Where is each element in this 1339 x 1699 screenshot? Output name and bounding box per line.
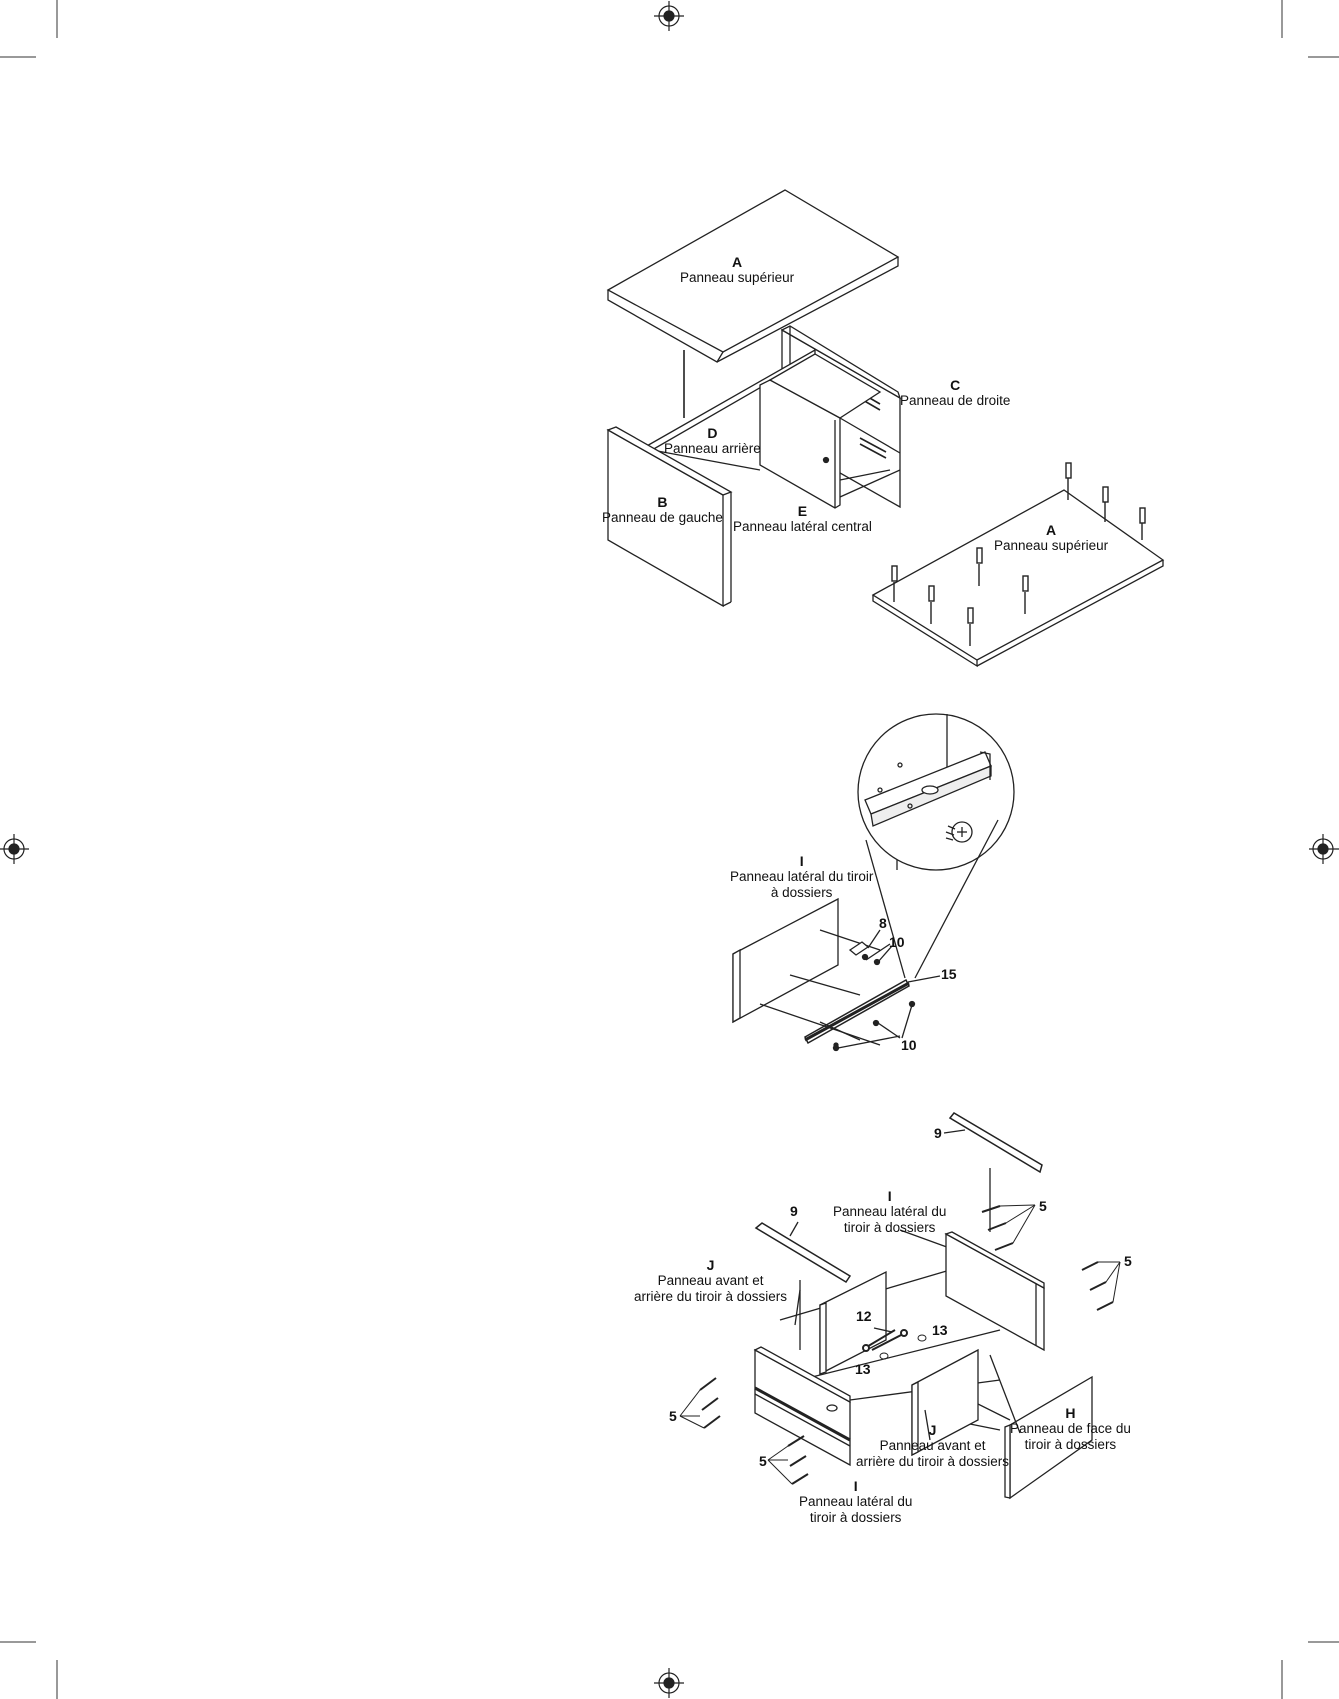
figure-3-drawer-box [679, 1112, 1121, 1500]
part-name: Panneau de gauche [602, 510, 723, 525]
bolt-icon [862, 1329, 908, 1352]
drawer-side-panel-i-shape [732, 897, 839, 1024]
registration-mark-icon [654, 1, 684, 31]
label-drawer-panel-j-2: J Panneau avant et arrière du tiroir à d… [856, 1422, 1009, 1470]
label-top-panel-a: A Panneau supérieur [680, 254, 794, 286]
part-name: Panneau de droite [900, 393, 1011, 408]
part-name-line1: Panneau latéral du [833, 1204, 947, 1219]
registration-mark-icon [654, 1668, 684, 1698]
part-number-13-a: 13 [932, 1322, 948, 1338]
part-name-line2: tiroir à dossiers [843, 1220, 936, 1235]
registration-mark-icon [0, 834, 29, 864]
part-name: Panneau supérieur [994, 538, 1109, 553]
part-number-5-right: 5 [1124, 1253, 1132, 1269]
dowel-icon [891, 462, 1146, 646]
part-code: A [731, 254, 743, 270]
part-code: I [853, 1478, 858, 1494]
part-code: I [799, 853, 804, 869]
part-code: I [887, 1188, 892, 1204]
label-drawer-face-panel-h: H Panneau de face du tiroir à dossiers [1010, 1405, 1131, 1453]
label-left-panel-b: B Panneau de gauche [602, 494, 723, 526]
registration-mark-icon [1309, 834, 1339, 864]
drawer-side-panel-i-bottom-shape [754, 1348, 851, 1467]
part-code: D [707, 425, 718, 441]
part-code: A [1045, 522, 1057, 538]
part-code: B [657, 494, 668, 510]
part-code: E [797, 503, 808, 519]
figure-2-drawer-slide [732, 713, 1015, 1052]
label-right-panel-c: C Panneau de droite [900, 377, 1010, 409]
label-top-panel-a2: A Panneau supérieur [994, 522, 1108, 554]
screw-icon [699, 1205, 1114, 1485]
label-drawer-side-panel-i: I Panneau latéral du tiroir à dossiers [730, 853, 873, 901]
part-name: Panneau supérieur [680, 270, 795, 285]
part-number-10-bottom: 10 [901, 1037, 917, 1053]
figure-1-desk-assembly [606, 189, 1165, 668]
part-number-9-right: 9 [934, 1125, 942, 1141]
part-code: C [950, 377, 961, 393]
label-center-panel-e: E Panneau latéral central [733, 503, 872, 535]
rail-9-right [948, 1112, 1043, 1174]
part-code: J [706, 1257, 715, 1273]
part-name-line1: Panneau latéral du tiroir [730, 869, 874, 884]
part-number-5-left: 5 [669, 1408, 677, 1424]
screw-icon [832, 953, 916, 1052]
part-name-line2: arrière du tiroir à dossiers [856, 1454, 1010, 1469]
part-number-8: 8 [879, 915, 887, 931]
part-number-10-top: 10 [889, 934, 905, 950]
drawer-side-panel-i-top-shape [945, 1232, 1045, 1352]
part-name-line1: Panneau latéral du [799, 1494, 913, 1509]
part-name-line1: Panneau avant et [657, 1273, 764, 1288]
part-number-15: 15 [941, 966, 957, 982]
part-code: J [928, 1422, 937, 1438]
part-number-9-left: 9 [790, 1203, 798, 1219]
label-drawer-side-panel-i-bottom: I Panneau latéral du tiroir à dossiers [799, 1478, 912, 1526]
rail-9-left [754, 1222, 852, 1284]
part-name-line2: à dossiers [770, 885, 833, 900]
part-number-5-lower: 5 [759, 1453, 767, 1469]
part-number-13-b: 13 [855, 1361, 871, 1377]
part-name: Panneau arrière [664, 441, 761, 456]
part-name-line2: arrière du tiroir à dossiers [634, 1289, 788, 1304]
drawer-panel-j-back-shape [819, 1270, 887, 1376]
screw-icon [945, 821, 973, 843]
part-number-12: 12 [856, 1308, 872, 1324]
top-panel-a2-shape [871, 489, 1165, 661]
washer-icon [879, 1334, 927, 1360]
part-number-5-upper: 5 [1039, 1198, 1047, 1214]
part-name-line1: Panneau de face du [1010, 1421, 1131, 1436]
part-name-line2: tiroir à dossiers [1024, 1437, 1117, 1452]
part-name: Panneau latéral central [733, 519, 872, 534]
part-name-line1: Panneau avant et [879, 1438, 986, 1453]
part-code: H [1065, 1405, 1076, 1421]
label-drawer-side-panel-i-top: I Panneau latéral du tiroir à dossiers [833, 1188, 946, 1236]
part-name-line2: tiroir à dossiers [809, 1510, 902, 1525]
label-back-panel-d: D Panneau arrière [664, 425, 761, 457]
label-drawer-panel-j: J Panneau avant et arrière du tiroir à d… [634, 1257, 787, 1305]
